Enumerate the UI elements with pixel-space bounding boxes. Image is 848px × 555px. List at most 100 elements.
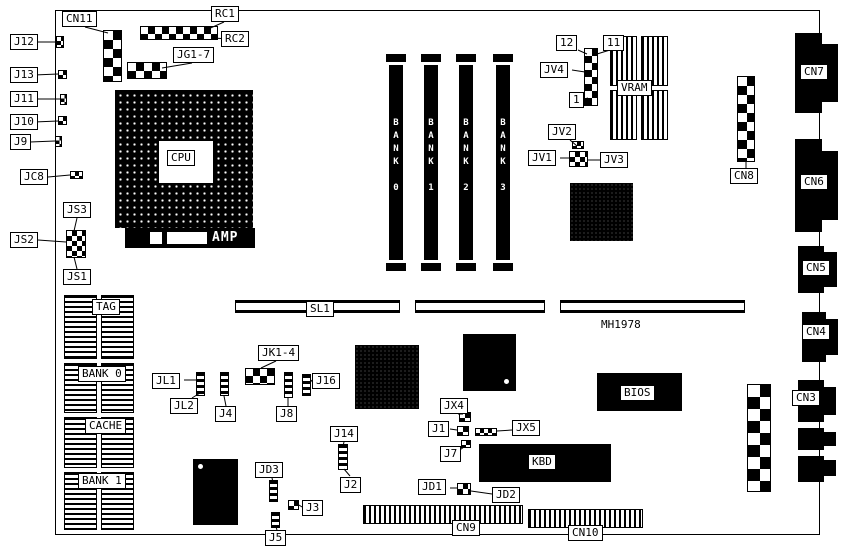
jv1-jumper-block — [569, 151, 588, 167]
j13-jumper — [58, 70, 67, 79]
jv2-jumper — [572, 141, 584, 149]
callout-js1: JS1 — [63, 269, 91, 285]
j16-jumper — [302, 374, 311, 396]
j4-jumper — [220, 372, 229, 396]
callout-j12: J12 — [10, 34, 38, 50]
cn6-port-ext — [822, 151, 838, 220]
j9-jumper — [55, 136, 62, 147]
callout-jv1: JV1 — [528, 150, 556, 166]
callout-j2: J2 — [340, 477, 362, 493]
callout-jl1: JL1 — [152, 373, 180, 389]
callout-cn9: CN9 — [452, 520, 480, 536]
simm-slot-cap — [386, 263, 406, 271]
amp-chip-window-small — [150, 232, 162, 244]
callout-cn8: CN8 — [730, 168, 758, 184]
edge-jack-ext — [824, 460, 836, 476]
simm-slot-cap — [493, 54, 513, 62]
expansion-slot — [415, 300, 545, 313]
callout-jx4: JX4 — [440, 398, 468, 414]
jc8-jumper — [70, 171, 83, 179]
callout-cn5: CN5 — [802, 260, 830, 276]
callout-jd3: JD3 — [255, 462, 283, 478]
amp-chip-window — [167, 232, 207, 244]
chip-pin1-mark — [504, 379, 509, 384]
callout-j14: J14 — [330, 426, 358, 442]
callout-jd1: JD1 — [418, 479, 446, 495]
callout-sl1: SL1 — [306, 301, 334, 317]
callout-kbd: KBD — [528, 454, 556, 470]
j7-jumper — [461, 440, 471, 448]
j5-jumper — [271, 512, 280, 528]
callout-jv4: JV4 — [540, 62, 568, 78]
callout-cn11: CN11 — [62, 11, 97, 27]
board-part-number: MH1978 — [601, 318, 641, 331]
callout-j7: J7 — [440, 446, 462, 462]
vram-chip — [641, 90, 668, 140]
callout-cache: CACHE — [85, 418, 127, 434]
cn9-connector — [363, 505, 523, 524]
callout-j9: J9 — [10, 134, 32, 150]
callout-jx5: JX5 — [512, 420, 540, 436]
callout-rc1: RC1 — [211, 6, 239, 22]
simm-slot-cap — [456, 263, 476, 271]
simm-slot-bank3: B A N K 3 — [496, 65, 510, 260]
callout-j3: J3 — [302, 500, 324, 516]
jv4-header — [584, 48, 598, 106]
simm-slot-cap — [386, 54, 406, 62]
jk1-4-jumper-block — [245, 368, 275, 385]
vram-chip — [610, 90, 637, 140]
callout-j11: J11 — [10, 91, 38, 107]
callout-j5: J5 — [265, 530, 287, 546]
j8-jumper — [284, 372, 293, 398]
simm-slot-cap — [421, 263, 441, 271]
callout-jc8: JC8 — [20, 169, 48, 185]
expansion-slot — [560, 300, 745, 313]
callout-jv3: JV3 — [600, 152, 628, 168]
callout-jl2: JL2 — [170, 398, 198, 414]
callout-tag: TAG — [92, 299, 120, 315]
jg1-7-jumper-block — [127, 62, 167, 79]
callout-cn3: CN3 — [792, 390, 820, 406]
callout-num1: 1 — [569, 92, 584, 108]
callout-vram: VRAM — [617, 80, 652, 96]
callout-j16: J16 — [312, 373, 340, 389]
callout-bank1-cache: BANK 1 — [78, 473, 126, 489]
jl1-jumper — [196, 372, 205, 396]
callout-rc2: RC2 — [221, 31, 249, 47]
amp-chip-label: AMP — [212, 230, 239, 245]
callout-num11: 11 — [603, 35, 625, 51]
callout-jk1-4: JK1-4 — [258, 345, 300, 361]
video-controller-chip — [570, 183, 633, 241]
cn11-connector — [103, 30, 122, 82]
callout-jv2: JV2 — [548, 124, 576, 140]
jx5-jumper — [475, 428, 497, 436]
callout-cn6: CN6 — [800, 174, 828, 190]
edge-jack — [798, 428, 824, 450]
chip-pin1-mark — [198, 464, 203, 469]
j10-jumper — [58, 116, 67, 125]
memory-chip — [64, 295, 97, 359]
callout-j10: J10 — [10, 114, 38, 130]
callout-jd2: JD2 — [492, 487, 520, 503]
j3-jumper — [288, 500, 299, 510]
cpu-socket — [115, 90, 253, 228]
jd3-jumper — [269, 480, 278, 502]
callout-js2: JS2 — [10, 232, 38, 248]
controller-chip — [355, 345, 419, 409]
simm-slot-label: B A N K 2 — [463, 118, 469, 193]
cn3-port-ext — [824, 387, 836, 415]
callout-j13: J13 — [10, 67, 38, 83]
rc-connector — [140, 26, 218, 40]
simm-slot-label: B A N K 1 — [428, 118, 434, 193]
j11-jumper — [60, 94, 67, 105]
callout-j4: J4 — [215, 406, 237, 422]
simm-slot-label: B A N K 0 — [393, 118, 399, 193]
jd1-jumper — [457, 483, 471, 495]
callout-j8: J8 — [276, 406, 298, 422]
cn7-port-ext — [822, 44, 838, 102]
simm-slot-label: B A N K 3 — [500, 118, 506, 193]
simm-slot-bank0: B A N K 0 — [389, 65, 403, 260]
callout-cn7: CN7 — [800, 64, 828, 80]
simm-slot-bank1: B A N K 1 — [424, 65, 438, 260]
